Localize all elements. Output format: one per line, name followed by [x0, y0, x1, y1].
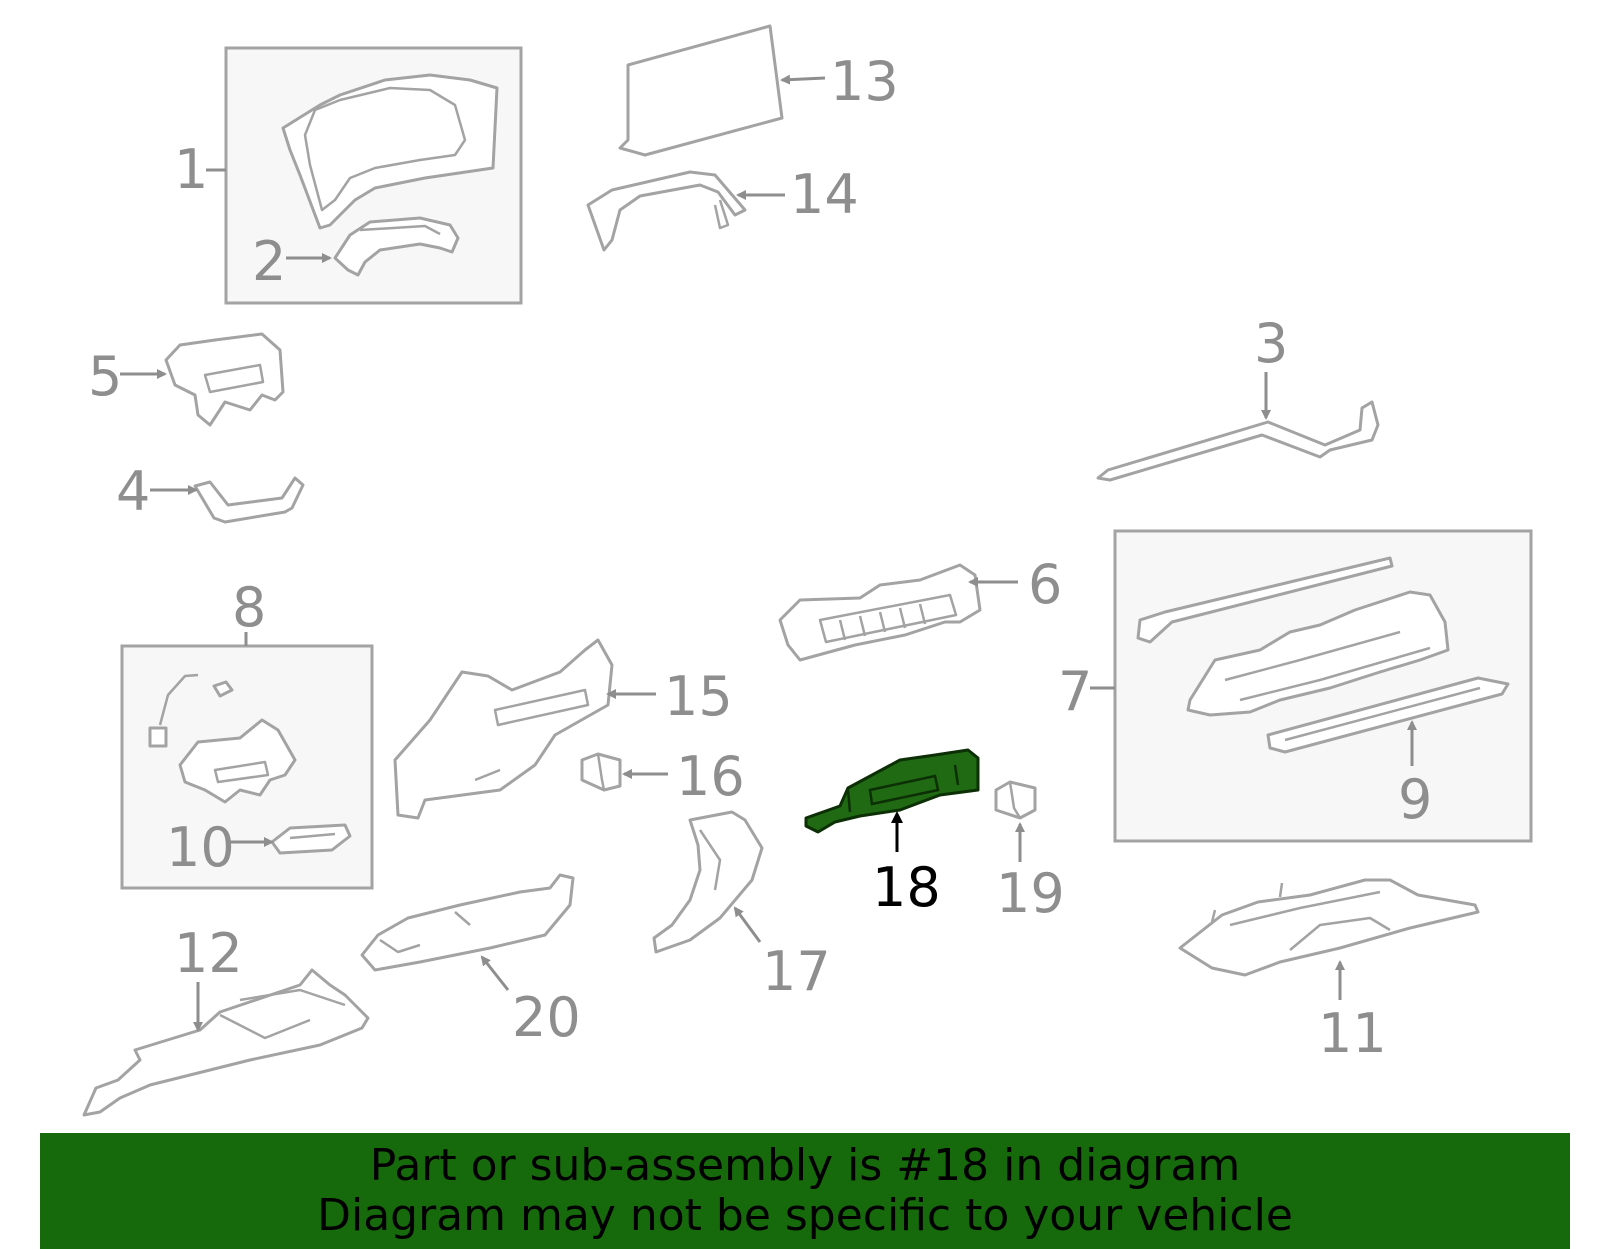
callout-1[interactable]: 1 [174, 138, 208, 201]
callout-5[interactable]: 5 [88, 345, 122, 408]
part-6-air-vent[interactable] [778, 563, 982, 662]
part-11-lower-tray[interactable] [1178, 878, 1480, 977]
callout-17[interactable]: 17 [762, 940, 831, 1003]
part-5-switch-assembly[interactable] [164, 332, 285, 427]
callout-4[interactable]: 4 [116, 460, 150, 523]
part-1-instrument-cluster[interactable] [281, 73, 499, 230]
part-4-bracket[interactable] [193, 476, 305, 524]
callout-3[interactable]: 3 [1254, 312, 1288, 375]
part-7-dash-panel[interactable] [1136, 556, 1450, 717]
part-15-lower-panel[interactable] [393, 638, 614, 820]
callout-15[interactable]: 15 [664, 665, 733, 728]
part-12-floor-bracket[interactable] [82, 968, 370, 1117]
part-17-side-trim[interactable] [652, 810, 764, 954]
part-9-trim-strip[interactable] [1266, 676, 1510, 754]
part-2-cluster-bezel[interactable] [333, 216, 460, 277]
callout-12[interactable]: 12 [174, 922, 243, 985]
callout-8[interactable]: 8 [232, 576, 266, 639]
callout-11[interactable]: 11 [1318, 1002, 1387, 1065]
part-3-support-rail[interactable] [1096, 400, 1380, 482]
part-16-clip[interactable] [580, 752, 622, 792]
callout-20[interactable]: 20 [512, 986, 581, 1049]
callout-14[interactable]: 14 [790, 163, 859, 226]
banner-line-2: Diagram may not be specific to your vehi… [317, 1190, 1293, 1241]
part-13-display-panel[interactable] [618, 24, 784, 157]
callout-18[interactable]: 18 [872, 856, 941, 919]
part-14-trim-bracket[interactable] [586, 170, 747, 252]
part-10-button-bezel[interactable] [270, 823, 352, 855]
part-19-clip[interactable] [994, 780, 1037, 820]
callout-10[interactable]: 10 [166, 816, 235, 879]
banner-line-1: Part or sub-assembly is #18 in diagram [369, 1140, 1241, 1191]
part-20-lower-cover[interactable] [360, 873, 575, 972]
callout-6[interactable]: 6 [1028, 553, 1062, 616]
part-8-switch-harness[interactable] [148, 673, 297, 804]
part-18-highlighted-component[interactable] [804, 748, 980, 834]
callout-13[interactable]: 13 [830, 50, 899, 113]
callout-2[interactable]: 2 [252, 230, 286, 293]
callout-19[interactable]: 19 [996, 862, 1065, 925]
callout-16[interactable]: 16 [676, 745, 745, 808]
callout-9[interactable]: 9 [1398, 768, 1432, 831]
callout-7[interactable]: 7 [1058, 660, 1092, 723]
notice-banner: Part or sub-assembly is #18 in diagram D… [40, 1133, 1570, 1249]
